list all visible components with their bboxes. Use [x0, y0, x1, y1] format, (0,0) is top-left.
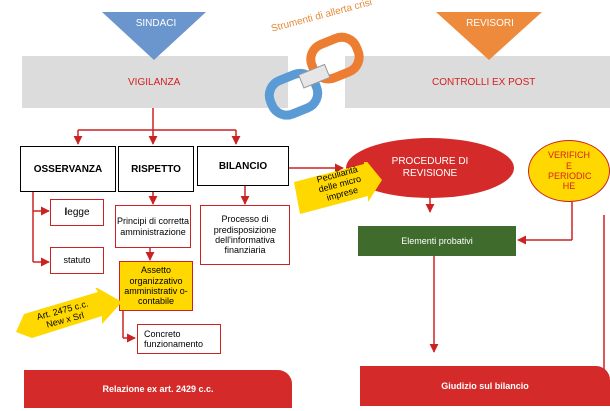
art-2475-arrow — [16, 288, 122, 338]
vigilanza-band — [22, 56, 288, 108]
giudizio-banner: Giudizio sul bilancio — [360, 366, 610, 406]
elementi-label: Elementi probativi — [401, 236, 473, 246]
relazione-banner: Relazione ex art. 2429 c.c. — [24, 370, 292, 408]
statuto-box: statuto — [50, 247, 104, 274]
peculiarita-arrow — [294, 162, 382, 214]
elementi-box: Elementi probativi — [358, 226, 516, 256]
legge-initial: l — [64, 206, 68, 218]
sindaci-triangle — [102, 12, 206, 60]
concreto-box: Concreto funzionamento — [137, 324, 221, 354]
revisori-triangle — [436, 12, 542, 60]
controlli-band — [345, 56, 610, 108]
assetto-box: Assetto organizzativo amministrativ o-co… — [119, 261, 193, 311]
processo-box: Processo di predisposizione dell'informa… — [200, 205, 290, 265]
chain-link-icon — [264, 32, 364, 120]
controlli-label: CONTROLLI EX POST — [432, 77, 536, 88]
procedure-label: PROCEDURE DI REVISIONE — [391, 156, 469, 179]
rispetto-box: RISPETTO — [118, 146, 194, 192]
principi-box: Principi di corretta amministrazione — [115, 205, 191, 248]
giudizio-label: Giudizio sul bilancio — [441, 381, 529, 391]
bilancio-box: BILANCIO — [197, 146, 289, 186]
legge-rest: egge — [67, 206, 90, 218]
vigilanza-label: VIGILANZA — [128, 77, 181, 88]
osservanza-box: OSSERVANZA — [20, 146, 116, 192]
sindaci-label: SINDACI — [135, 18, 177, 29]
verifiche-ellipse: VERIFICH E PERIODIC HE — [528, 140, 610, 202]
verifiche-label: VERIFICH E PERIODIC HE — [548, 150, 592, 192]
revisori-label: REVISORI — [466, 18, 514, 29]
relazione-label: Relazione ex art. 2429 c.c. — [102, 384, 214, 394]
